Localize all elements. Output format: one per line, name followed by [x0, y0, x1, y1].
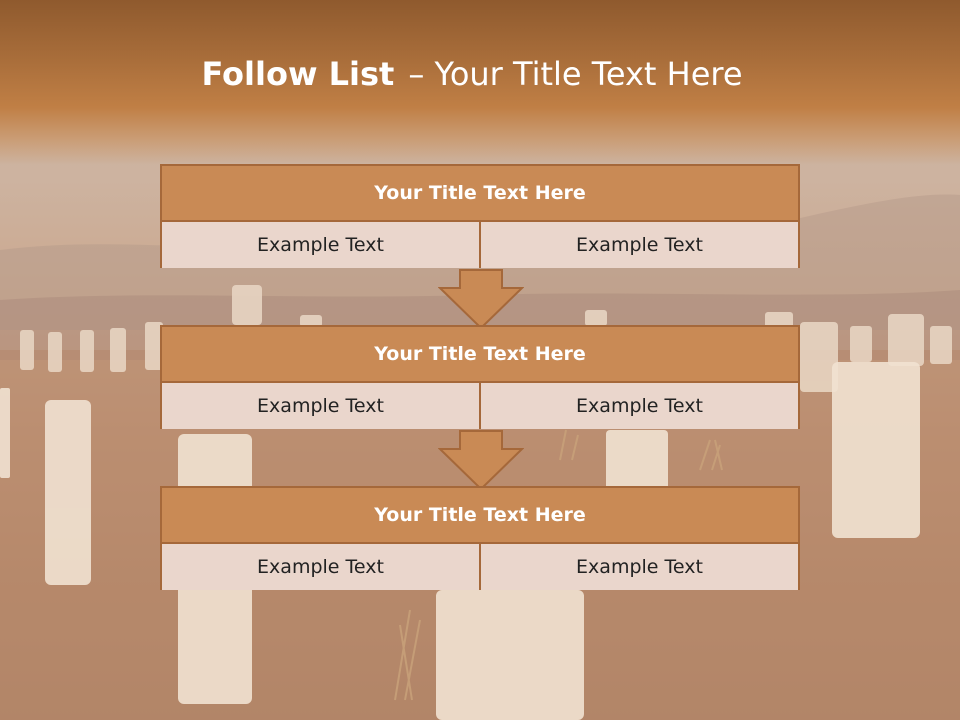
slide-title: Follow List – Your Title Text Here: [0, 55, 944, 93]
step-cell-left: Example Text: [162, 544, 479, 590]
step-cell-left: Example Text: [162, 383, 479, 429]
step-cell-right: Example Text: [479, 383, 798, 429]
down-arrow-icon: [438, 430, 524, 491]
slide-title-rest: – Your Title Text Here: [408, 55, 743, 93]
step-box-1: Your Title Text Here Example Text Exampl…: [160, 164, 800, 268]
step-row: Example Text Example Text: [162, 383, 798, 429]
step-cell-right: Example Text: [479, 544, 798, 590]
header-band: [0, 0, 960, 165]
step-title: Your Title Text Here: [162, 488, 798, 544]
step-box-2: Your Title Text Here Example Text Exampl…: [160, 325, 800, 429]
step-box-3: Your Title Text Here Example Text Exampl…: [160, 486, 800, 590]
step-row: Example Text Example Text: [162, 544, 798, 590]
step-title: Your Title Text Here: [162, 166, 798, 222]
step-title: Your Title Text Here: [162, 327, 798, 383]
down-arrow-icon: [438, 269, 524, 330]
step-cell-right: Example Text: [479, 222, 798, 268]
slide-title-bold: Follow List: [201, 55, 395, 93]
step-cell-left: Example Text: [162, 222, 479, 268]
step-row: Example Text Example Text: [162, 222, 798, 268]
